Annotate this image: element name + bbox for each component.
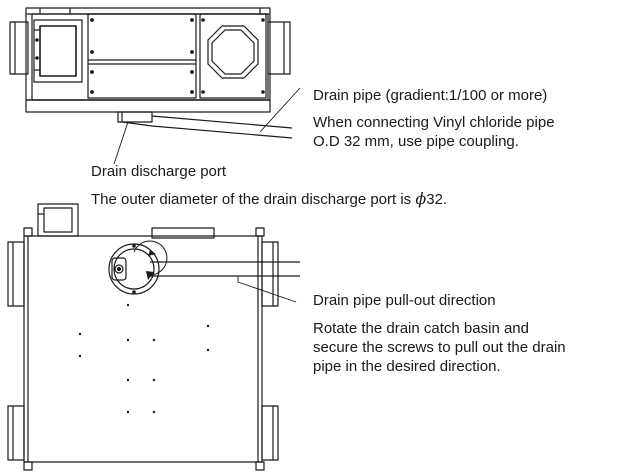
outer-diameter-note: The outer diameter of the drain discharg… [91, 189, 447, 210]
rotate-note-line2: secure the screws to pull out the drain [313, 339, 566, 356]
leader-drain-port [113, 121, 129, 165]
vinyl-note-line1: When connecting Vinyl chloride pipe [313, 114, 555, 131]
leader-drain-pipe [259, 87, 301, 133]
drain-catch-basin [108, 243, 160, 295]
leader-pull-out [237, 276, 297, 303]
rotate-note-line3: pipe in the desired direction. [313, 358, 501, 375]
drain-pipe-plan [150, 261, 300, 277]
unit-casing [25, 7, 271, 101]
plan-duct-collars-left [7, 241, 25, 461]
inspection-port [199, 13, 267, 99]
unit-plan-casing [23, 235, 263, 463]
outer-diameter-prefix: The outer diameter of the drain discharg… [91, 191, 416, 208]
outer-diameter-value: 32. [426, 191, 448, 208]
access-panels [87, 13, 197, 99]
phi-symbol: ϕ [415, 189, 427, 208]
drain-discharge-port-label: Drain discharge port [91, 163, 227, 180]
drain-pipe-side [121, 115, 293, 139]
pull-out-direction-label: Drain pipe pull-out direction [313, 292, 496, 309]
rotation-arrow [133, 240, 168, 280]
right-duct-collar [267, 21, 291, 75]
rotate-note-line1: Rotate the drain catch basin and [313, 320, 529, 337]
plan-duct-collars-right [261, 241, 279, 461]
left-duct-collar [9, 21, 29, 75]
drain-pipe-gradient-label: Drain pipe (gradient:1/100 or more) [313, 87, 548, 104]
plan-screw-dots [78, 303, 210, 414]
unit-bottom-rail [25, 99, 271, 113]
unit-side-view [9, 7, 301, 165]
vinyl-note-line2: O.D 32 mm, use pipe coupling. [313, 133, 519, 150]
control-box [33, 19, 83, 83]
unit-plan-view [7, 203, 300, 471]
drain-discharge-port [117, 111, 153, 123]
